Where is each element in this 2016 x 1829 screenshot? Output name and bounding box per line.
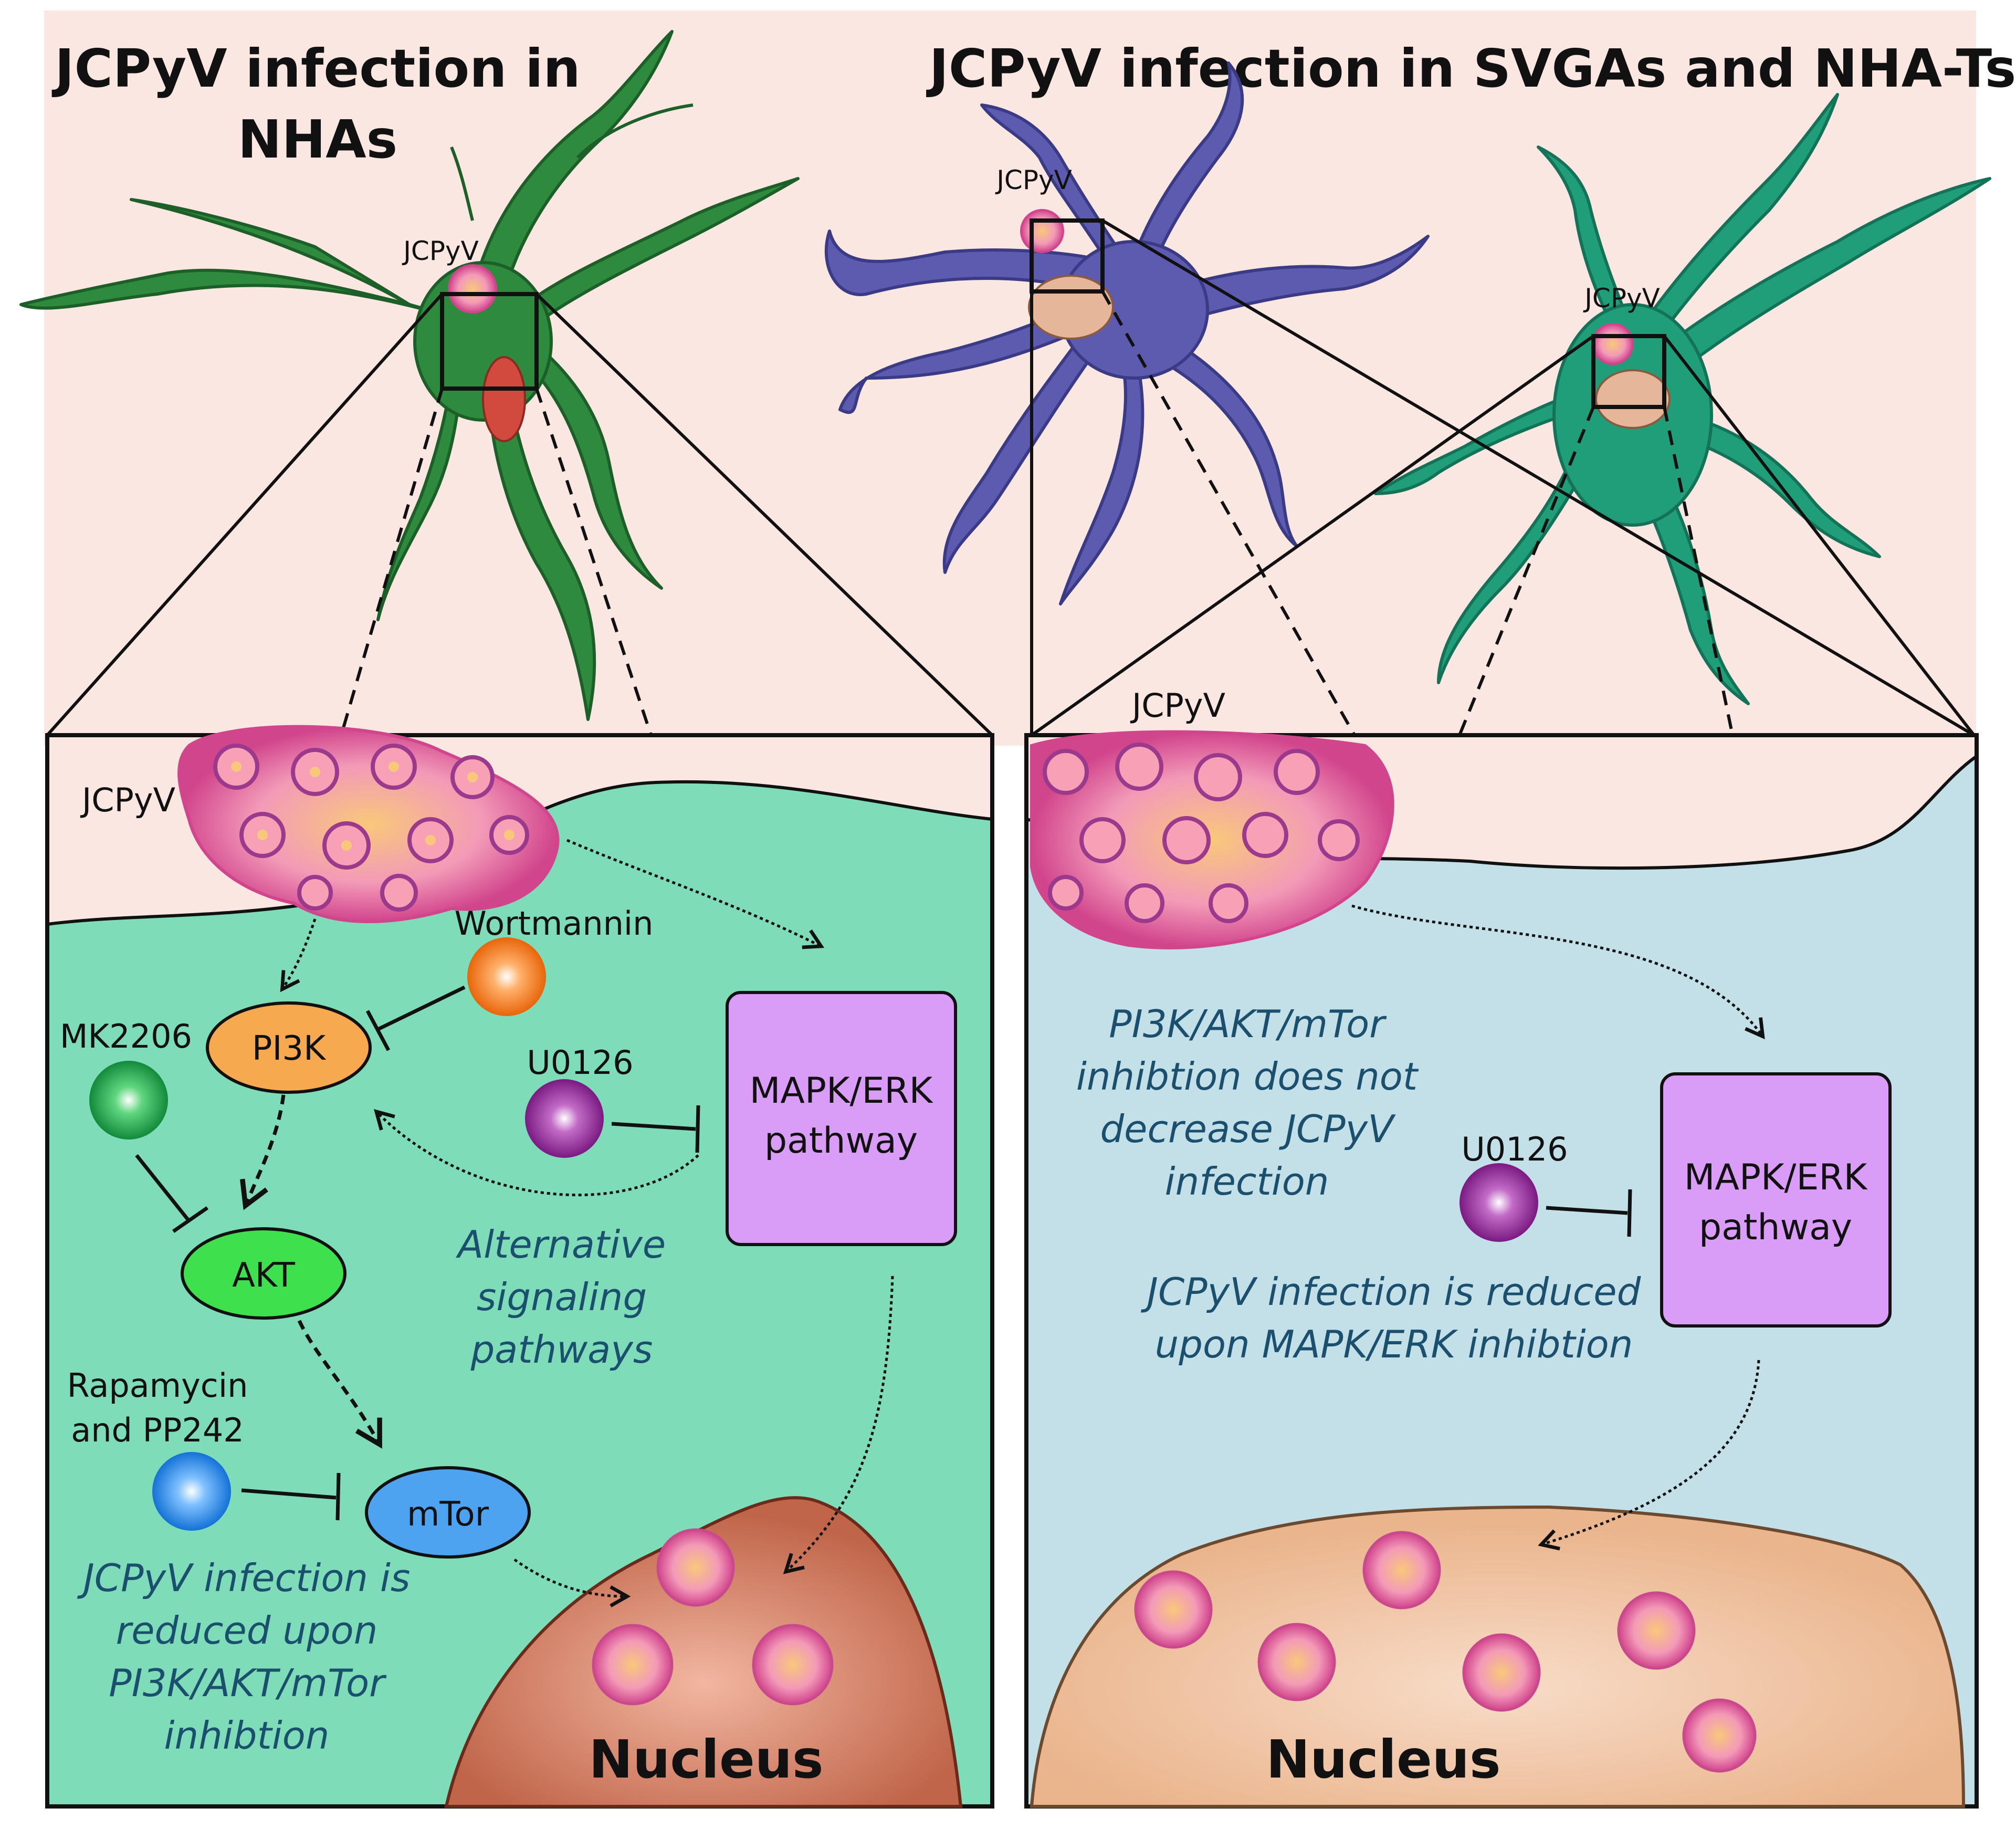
nha-astrocyte-cell bbox=[19, 30, 800, 721]
svg-text:PI3K/AKT/mTor: PI3K/AKT/mTor bbox=[1109, 1002, 1387, 1046]
rapamycin-inhibitor: Rapamycin and PP242 bbox=[67, 1366, 248, 1531]
svg-text:mTor: mTor bbox=[407, 1495, 489, 1534]
u0126-inhibitor-left: U0126 bbox=[525, 1043, 634, 1158]
right-dotted-arrows bbox=[1351, 904, 1765, 1551]
svg-text:AKT: AKT bbox=[232, 1256, 296, 1295]
right-nuclear-virions bbox=[1134, 1531, 1757, 1773]
right-result-note: JCPyV infection is reduced upon MAPK/ERK… bbox=[1141, 1270, 1642, 1366]
right-virus-particle bbox=[1030, 730, 1394, 949]
svg-text:U0126: U0126 bbox=[1461, 1130, 1568, 1168]
svg-text:JCPyV infection is: JCPyV infection is bbox=[77, 1556, 411, 1600]
svga-purple-cell bbox=[824, 61, 1430, 605]
left-mapk-box: MAPK/ERK pathway bbox=[726, 991, 957, 1246]
svg-text:Alternative: Alternative bbox=[456, 1222, 666, 1267]
svg-text:infection: infection bbox=[1165, 1159, 1329, 1204]
nha-t-virus-small bbox=[1592, 323, 1634, 365]
pi3k-node: PI3K bbox=[206, 1001, 372, 1094]
left-result-note: JCPyV infection is reduced upon PI3K/AKT… bbox=[77, 1556, 411, 1758]
nha-virus-small bbox=[448, 264, 497, 313]
alt-signaling-note: Alternative signaling pathways bbox=[456, 1222, 666, 1372]
svg-text:MK2206: MK2206 bbox=[60, 1017, 192, 1055]
right-inhibition-line bbox=[1546, 1189, 1632, 1237]
svg-text:MAPK/ERK: MAPK/ERK bbox=[1684, 1157, 1868, 1198]
svga-virus-small bbox=[1020, 209, 1064, 253]
left-inhibition-lines bbox=[135, 985, 700, 1521]
svg-text:PI3K: PI3K bbox=[252, 1029, 327, 1068]
svg-text:Rapamycin: Rapamycin bbox=[67, 1366, 248, 1405]
pi3k-no-effect-note: PI3K/AKT/mTor inhibtion does not decreas… bbox=[1076, 1002, 1419, 1204]
right-zoom-virus-label: JCPyV bbox=[1130, 686, 1225, 725]
svg-text:inhibtion does not: inhibtion does not bbox=[1076, 1054, 1419, 1099]
svg-text:decrease JCPyV: decrease JCPyV bbox=[1100, 1107, 1396, 1151]
nha-t-nucleus-small bbox=[1595, 369, 1671, 429]
svg-text:inhibtion: inhibtion bbox=[164, 1713, 330, 1758]
left-title-line-2: NHAs bbox=[238, 109, 397, 170]
right-mapk-box: MAPK/ERK pathway bbox=[1660, 1072, 1892, 1328]
nha-t-virus-label: JCPyV bbox=[1583, 283, 1660, 313]
svg-text:PI3K/AKT/mTor: PI3K/AKT/mTor bbox=[109, 1661, 387, 1705]
svg-text:pathway: pathway bbox=[764, 1120, 918, 1162]
mk2206-inhibitor: MK2206 bbox=[60, 1017, 192, 1140]
svg-text:upon MAPK/ERK inhibtion: upon MAPK/ERK inhibtion bbox=[1155, 1322, 1633, 1366]
svg-text:pathway: pathway bbox=[1699, 1207, 1852, 1248]
akt-node: AKT bbox=[181, 1227, 346, 1320]
mtor-node: mTor bbox=[365, 1466, 531, 1559]
svg-text:MAPK/ERK: MAPK/ERK bbox=[750, 1070, 934, 1112]
left-nucleus bbox=[444, 1496, 963, 1808]
svga-virus-label: JCPyV bbox=[995, 165, 1072, 195]
left-zoom-lines bbox=[46, 292, 994, 737]
right-zoom-lines bbox=[1030, 219, 1976, 737]
left-nuclear-virions bbox=[592, 1528, 834, 1706]
nha-virus-label: JCPyV bbox=[402, 236, 479, 266]
u0126-inhibitor-right: U0126 bbox=[1460, 1130, 1568, 1242]
svg-text:Wortmannin: Wortmannin bbox=[455, 904, 654, 943]
left-dotted-arrows bbox=[280, 839, 894, 1607]
left-virus-particle bbox=[177, 725, 560, 923]
svg-text:JCPyV infection is reduced: JCPyV infection is reduced bbox=[1141, 1270, 1642, 1314]
right-nucleus-label: Nucleus bbox=[1266, 1729, 1501, 1790]
svg-text:reduced upon: reduced upon bbox=[116, 1608, 378, 1653]
nha-t-zoom-box bbox=[1591, 334, 1666, 409]
left-nucleus-label: Nucleus bbox=[589, 1729, 824, 1790]
left-activation-arrows bbox=[240, 1094, 382, 1449]
svg-text:signaling: signaling bbox=[477, 1275, 647, 1319]
nha-t-teal-cell bbox=[1374, 93, 1991, 705]
left-zoom-virus-label: JCPyV bbox=[80, 781, 175, 819]
nha-zoom-box bbox=[440, 292, 539, 391]
wortmannin-inhibitor: Wortmannin bbox=[455, 904, 654, 1016]
svg-text:pathways: pathways bbox=[470, 1328, 653, 1372]
svg-text:and PP242: and PP242 bbox=[71, 1411, 244, 1449]
right-title: JCPyV infection in SVGAs and NHA-Ts bbox=[926, 38, 2016, 99]
nha-nucleus-small bbox=[482, 356, 526, 442]
svg-text:U0126: U0126 bbox=[527, 1043, 633, 1082]
left-title-line-1: JCPyV infection in bbox=[51, 38, 580, 99]
